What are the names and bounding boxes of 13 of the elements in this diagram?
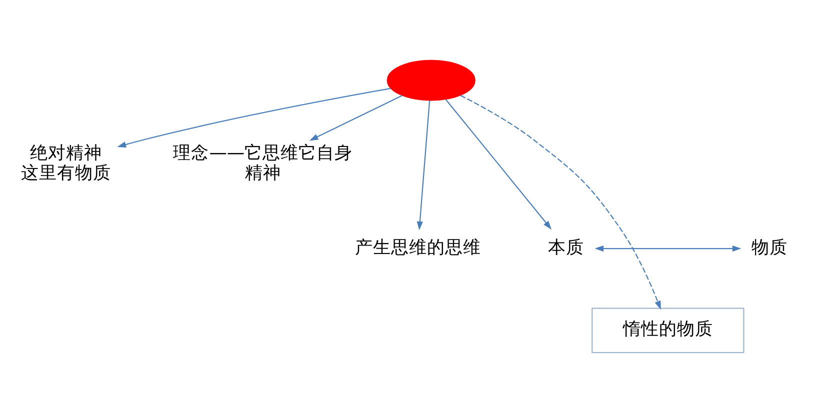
arrow	[309, 95, 402, 141]
arrow	[117, 88, 391, 148]
node-text: 绝对精神 这里有物质	[20, 144, 111, 184]
node-text: 本质	[548, 238, 584, 258]
arrow	[416, 100, 430, 230]
node-text: 理念——它思维它自身 精神	[173, 144, 353, 184]
node-ellipse	[386, 60, 476, 101]
arrow	[460, 94, 661, 310]
arrow	[445, 98, 552, 230]
node-text: 物质	[752, 238, 788, 258]
node-box: 惰性的物质	[592, 308, 744, 354]
arrow	[594, 245, 742, 252]
node-text: 产生思维的思维	[354, 238, 481, 258]
